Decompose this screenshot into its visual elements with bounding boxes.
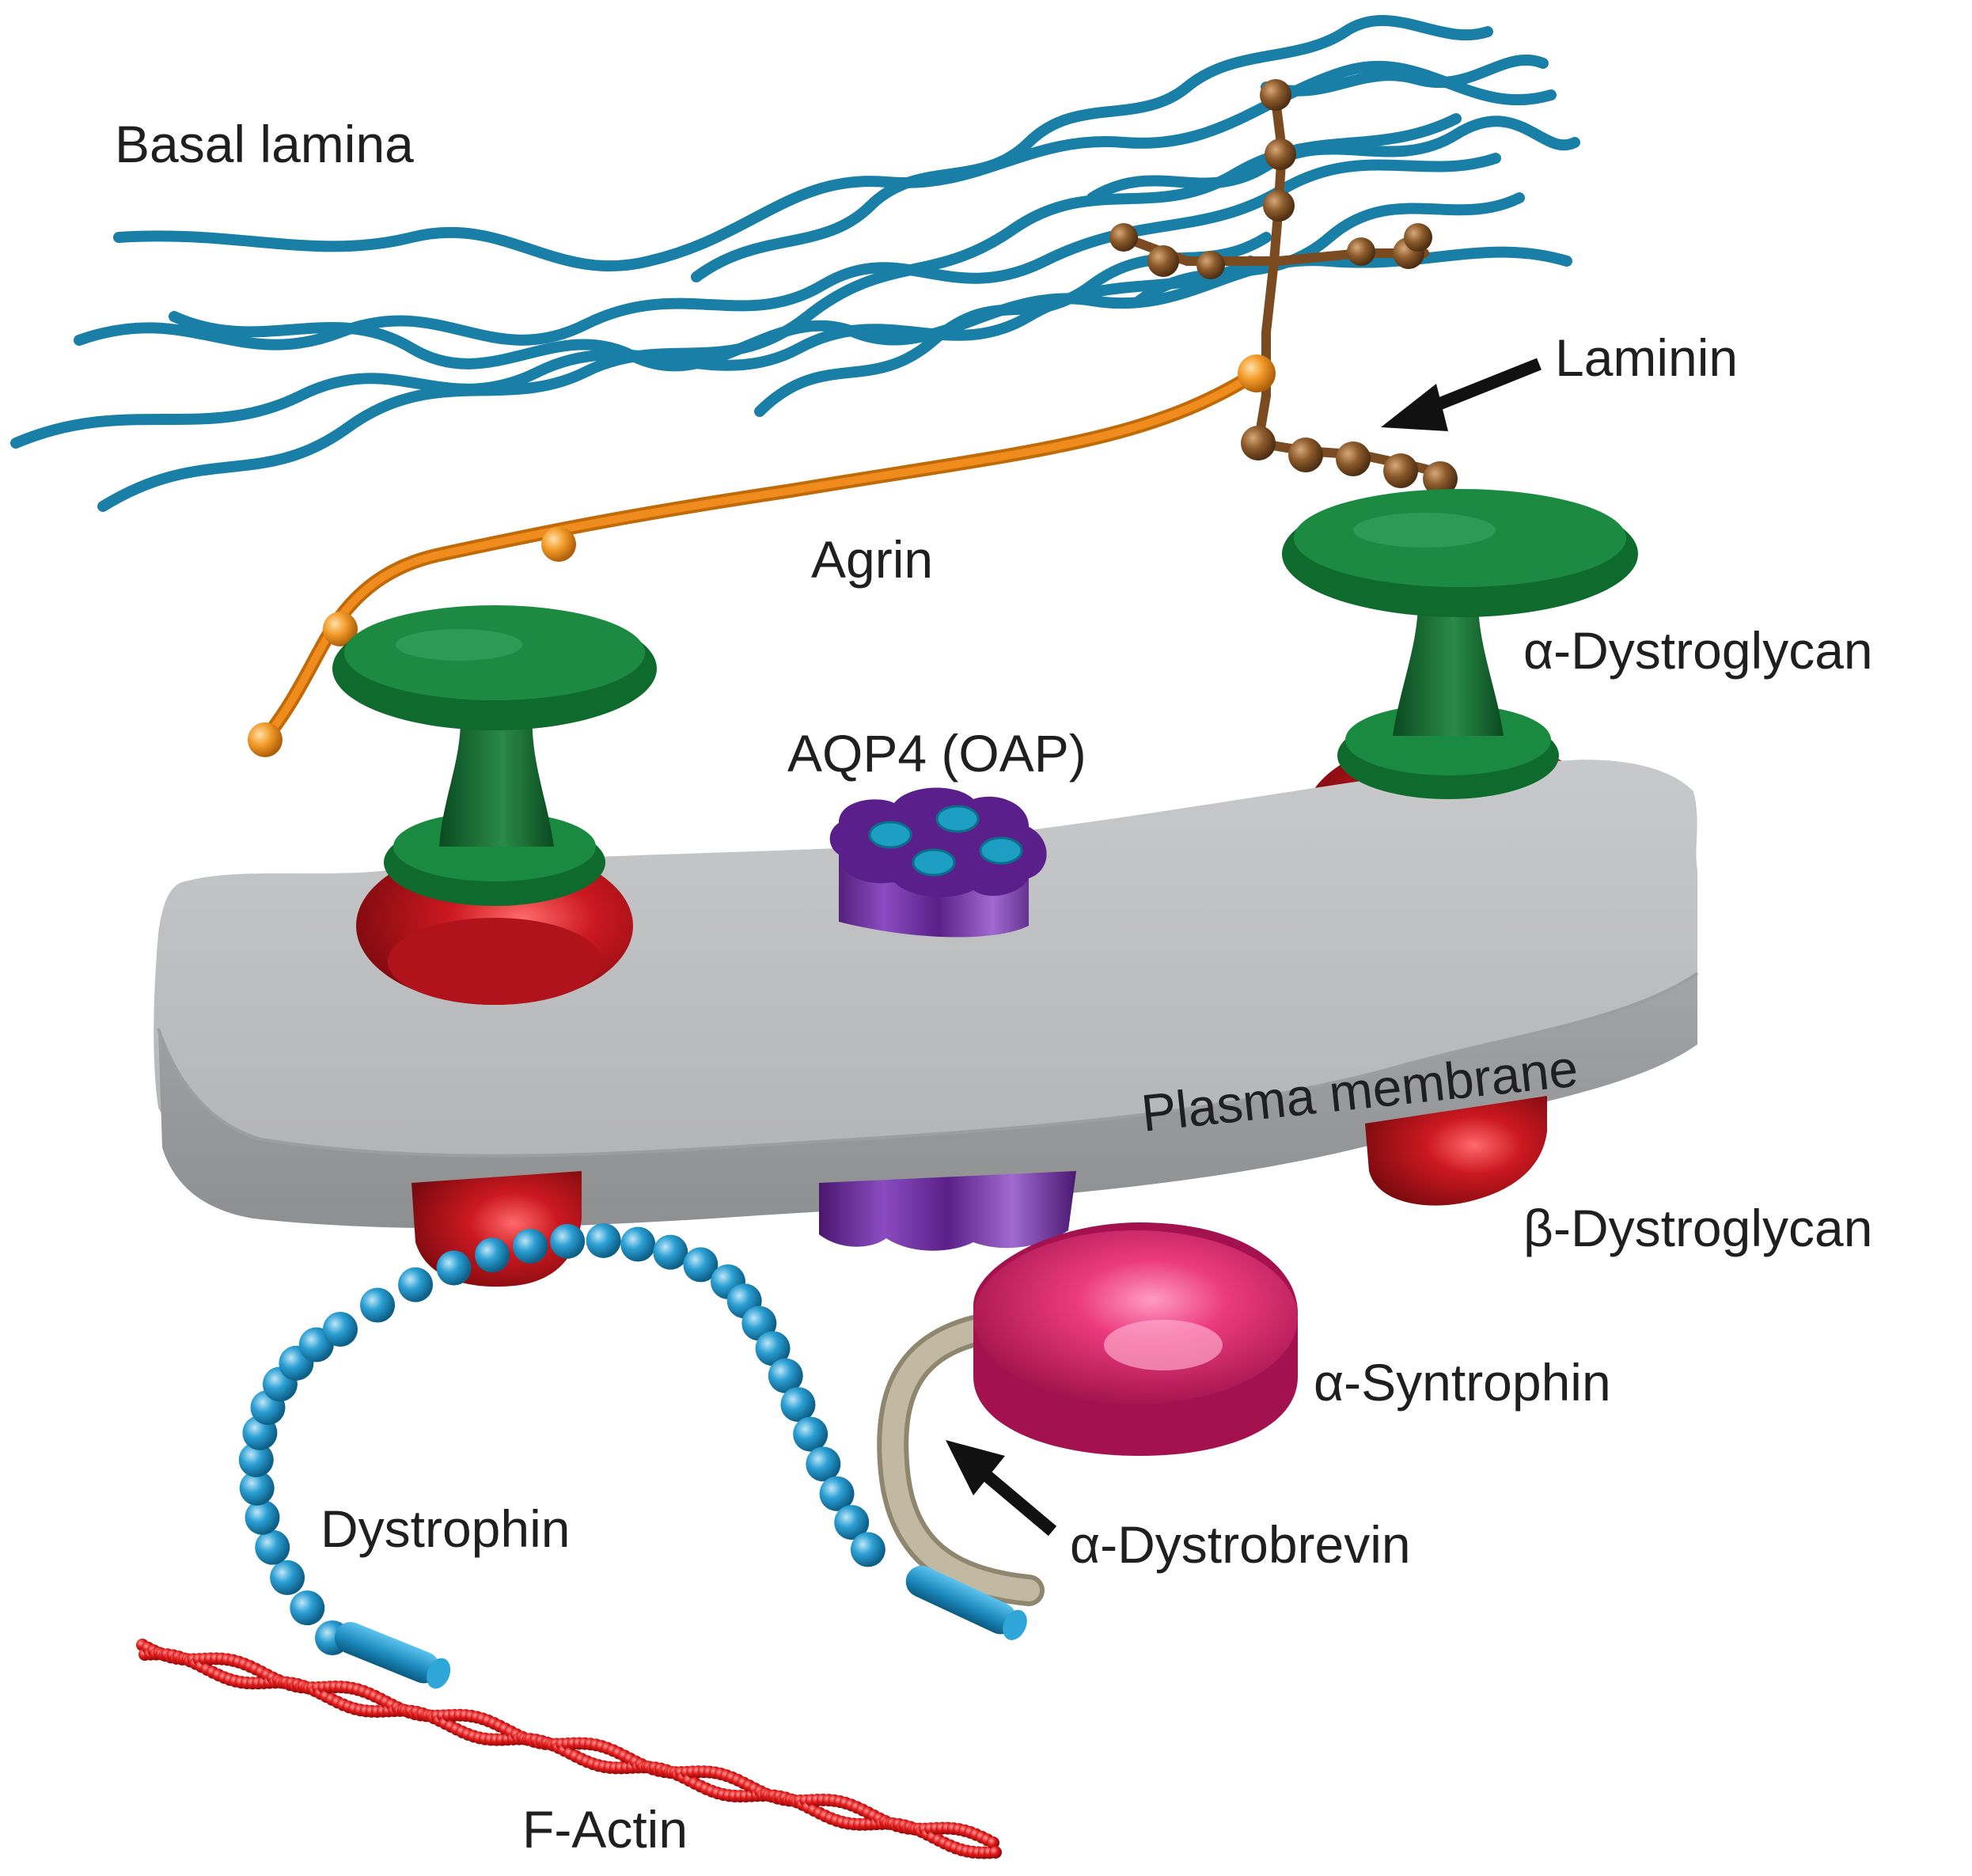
dystrophin-bead bbox=[850, 1532, 886, 1567]
label-alpha-dystrobrevin: α-Dystrobrevin bbox=[1070, 1515, 1411, 1574]
aqp4-bottom bbox=[819, 1171, 1076, 1251]
dystrophin-bead bbox=[768, 1358, 803, 1393]
label-beta-dystroglycan: β-Dystroglycan bbox=[1523, 1199, 1872, 1257]
dystrophin-bead bbox=[755, 1331, 791, 1366]
alpha-dystroglycan-right bbox=[1282, 489, 1638, 799]
dystrophin-bead bbox=[806, 1446, 841, 1482]
dystrophin-bead bbox=[245, 1499, 280, 1535]
dystrophin-bead bbox=[683, 1247, 719, 1283]
label-basal-lamina: Basal lamina bbox=[115, 115, 414, 173]
label-agrin: Agrin bbox=[811, 530, 933, 589]
dystrophin-bead bbox=[290, 1590, 325, 1626]
dystrophin-bead bbox=[620, 1226, 656, 1262]
dystrophin-bead bbox=[436, 1250, 472, 1286]
dystrophin-bead bbox=[834, 1505, 870, 1541]
label-alpha-dystroglycan: α-Dystroglycan bbox=[1523, 621, 1873, 680]
dystrophin-bead bbox=[653, 1234, 688, 1270]
dystrophin-bead bbox=[550, 1223, 586, 1259]
dystrophin-bead bbox=[475, 1237, 510, 1273]
arrow-icon bbox=[946, 1440, 1057, 1537]
dystrophin-tubes bbox=[334, 1565, 1027, 1689]
dystrophin-bead bbox=[239, 1470, 275, 1506]
actin-bead bbox=[989, 1846, 1002, 1859]
dystrophin-bead bbox=[586, 1222, 621, 1258]
dystrophin-bead bbox=[793, 1416, 829, 1452]
aqp4-top bbox=[829, 787, 1047, 938]
f-actin bbox=[136, 1639, 1002, 1859]
label-alpha-syntrophin: α-Syntrophin bbox=[1314, 1353, 1611, 1412]
label-aqp4: AQP4 (OAP) bbox=[787, 724, 1086, 783]
dystrophin-bead bbox=[398, 1267, 434, 1302]
basal-lamina-fibers bbox=[10, 14, 1580, 512]
alpha-dystrobrevin bbox=[877, 1313, 1045, 1606]
dystrophin-bead bbox=[780, 1387, 816, 1423]
dystrophin-bead bbox=[513, 1228, 548, 1264]
laminin-beads bbox=[1109, 79, 1458, 496]
dystrophin-bead bbox=[255, 1529, 290, 1565]
arrow-icon bbox=[1381, 358, 1542, 431]
dystrophin-bead bbox=[323, 1312, 358, 1347]
laminin bbox=[1109, 79, 1458, 496]
actin-bead bbox=[987, 1836, 999, 1849]
dystrophin-bead bbox=[819, 1476, 855, 1511]
label-f-actin: F-Actin bbox=[522, 1800, 688, 1859]
dystrophin bbox=[238, 1222, 886, 1655]
dystrophin-bead bbox=[238, 1442, 274, 1477]
label-dystrophin: Dystrophin bbox=[320, 1499, 570, 1558]
dystrophin-bead bbox=[360, 1287, 396, 1323]
alpha-dystroglycan-left bbox=[332, 605, 657, 906]
beta-dystroglycan-right-bottom bbox=[1365, 1096, 1547, 1206]
label-laminin: Laminin bbox=[1555, 328, 1738, 387]
dystrophin-bead bbox=[270, 1560, 305, 1595]
alpha-syntrophin bbox=[973, 1222, 1298, 1456]
agrin bbox=[248, 354, 1276, 757]
